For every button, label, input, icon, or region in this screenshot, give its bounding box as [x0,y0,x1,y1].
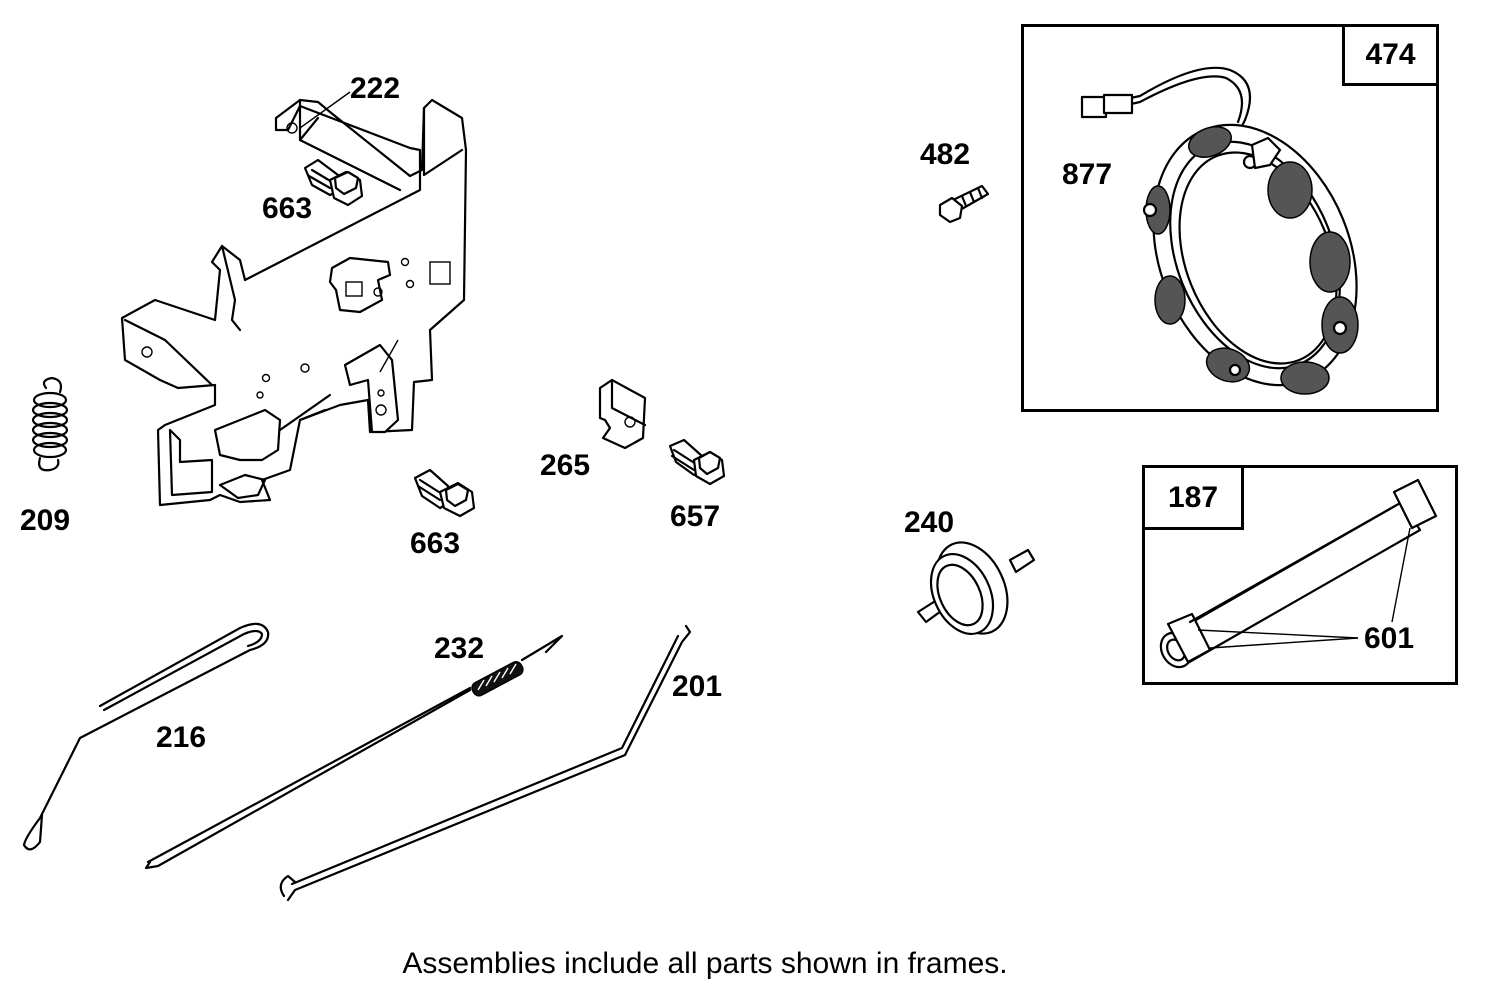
fuel-filter-240 [916,541,1036,635]
part-label-482: 482 [920,138,971,171]
part-label-663-upper: 663 [262,192,313,225]
spring-rod-232 [144,634,564,870]
spring-209 [31,376,69,472]
screw-482 [938,184,990,224]
part-label-201: 201 [672,670,723,703]
part-label-657: 657 [670,500,721,533]
part-label-222: 222 [350,72,401,105]
assembly-tag-474: 474 [1342,24,1439,86]
part-label-232: 232 [434,632,485,665]
part-label-601: 601 [1364,622,1415,655]
screw-663-upper [303,158,364,207]
alternator-877 [1080,66,1359,395]
leader-lines [299,91,1411,649]
rod-201 [279,624,692,902]
screw-663-lower [413,468,476,518]
assembly-tag-187: 187 [1142,465,1244,530]
diagram-caption: Assemblies include all parts shown in fr… [402,947,1008,980]
part-label-240: 240 [904,506,955,539]
part-label-663-lower: 663 [410,527,461,560]
control-bracket-222 [120,98,468,507]
fuel-line-187 [1159,478,1438,669]
part-label-216: 216 [156,721,207,754]
screw-657 [668,438,726,486]
part-label-209: 209 [20,504,71,537]
part-label-877: 877 [1062,158,1113,191]
assembly-frame-474 [1021,24,1439,412]
clip-265 [598,378,647,450]
assembly-frame-187 [1142,465,1458,685]
part-label-265: 265 [540,449,591,482]
link-216 [22,622,270,851]
